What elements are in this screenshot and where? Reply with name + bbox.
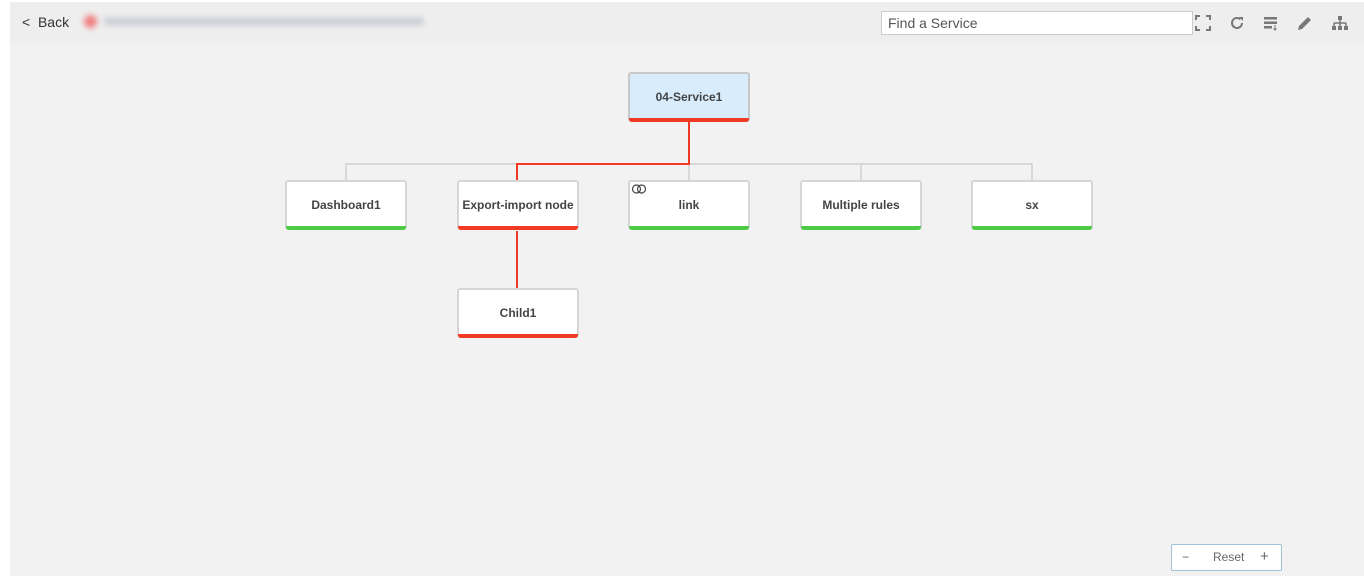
connector [345,163,1033,180]
refresh-icon[interactable] [1227,13,1247,33]
service-node[interactable]: Export-import node [457,180,579,230]
status-bar-ok [801,226,921,230]
zoom-controls: − Reset + [1171,544,1282,571]
service-node[interactable]: Child1 [457,288,579,338]
node-label: Child1 [499,306,537,320]
node-label: sx [1025,198,1039,212]
link-icon [631,184,647,194]
service-node[interactable]: Multiple rules [800,180,922,230]
critical-connector [516,122,690,289]
search-input[interactable] [881,11,1193,35]
node-label: Export-import node [462,198,574,212]
sort-icon[interactable] [1261,13,1281,33]
zoom-in-button[interactable]: + [1260,548,1269,565]
status-bar-ok [972,226,1092,230]
status-dot-icon [84,15,97,28]
back-label: Back [37,14,70,30]
fullscreen-icon[interactable] [1193,13,1213,33]
status-bar-ok [286,226,406,230]
edit-icon[interactable] [1295,13,1315,33]
back-button[interactable]: < Back [22,14,70,30]
redacted-text [104,18,424,25]
node-label: Multiple rules [822,198,900,212]
node-label: link [678,198,700,212]
node-label: 04-Service1 [655,90,723,104]
service-node[interactable]: Dashboard1 [285,180,407,230]
blurred-service-title [82,12,432,32]
connector-lines [345,122,1033,289]
toolbar: < Back [10,2,1364,43]
root-service-node[interactable]: 04-Service1 [628,72,750,122]
status-bar-critical [458,334,578,338]
status-bar-ok [629,226,749,230]
service-node[interactable]: link [628,180,750,230]
status-bar-critical [629,118,749,122]
node-label: Dashboard1 [311,198,381,212]
zoom-out-button[interactable]: − [1182,550,1190,564]
service-node[interactable]: sx [971,180,1093,230]
status-bar-critical [458,226,578,230]
hierarchy-icon[interactable] [1330,13,1350,33]
reset-zoom-button[interactable]: Reset [1213,550,1245,564]
